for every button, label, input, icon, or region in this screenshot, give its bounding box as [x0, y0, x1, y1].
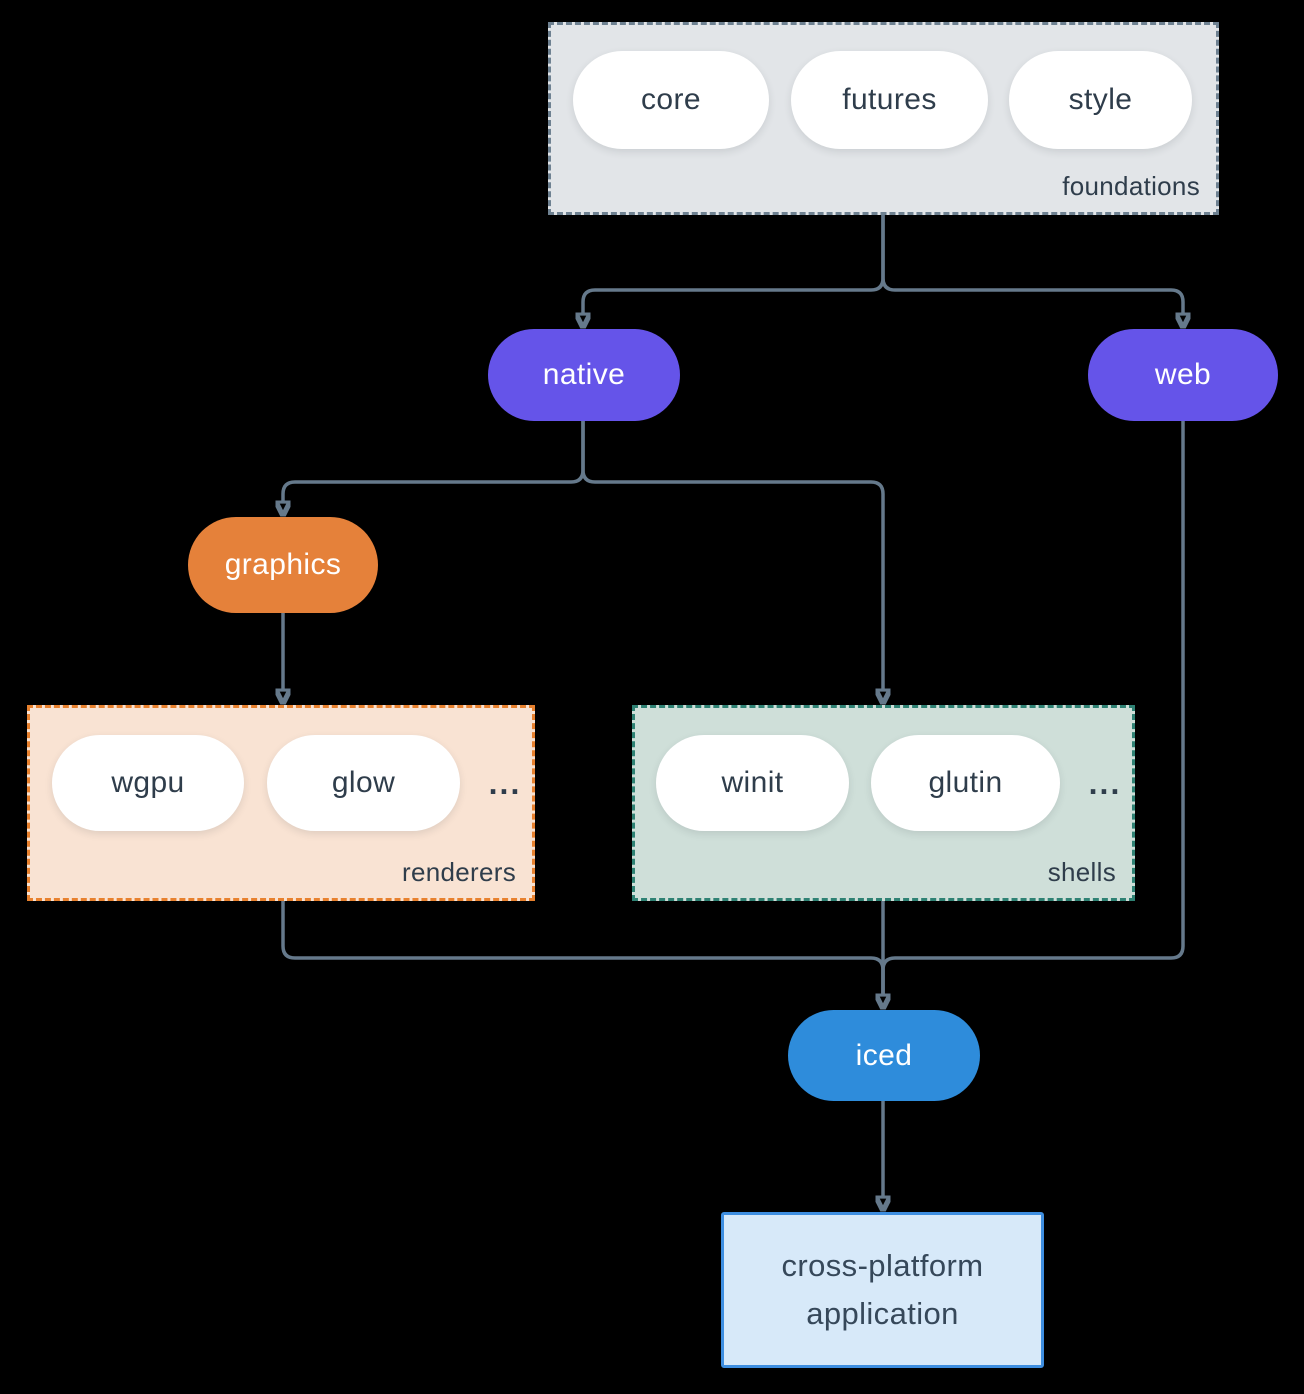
node-core: core [573, 51, 769, 149]
node-winit-label: winit [721, 766, 784, 799]
node-graphics: graphics [188, 517, 378, 613]
node-web: web [1088, 329, 1278, 421]
edge-renderers-iced [281, 901, 885, 994]
group-foundations-label: foundations [1062, 171, 1200, 201]
node-glutin-label: glutin [928, 766, 1003, 799]
node-native: native [488, 329, 680, 421]
renderers-ellipsis: ... [488, 764, 522, 801]
edge-foundations-native [583, 215, 885, 313]
node-application: cross-platform application [721, 1212, 1044, 1368]
node-iced-label: iced [855, 1038, 913, 1072]
node-core-label: core [641, 83, 701, 116]
node-native-label: native [542, 358, 626, 391]
group-renderers-label: renderers [402, 857, 516, 887]
group-foundations: core futures style foundations [548, 22, 1219, 215]
node-glutin: glutin [871, 735, 1060, 831]
node-futures: futures [791, 51, 988, 149]
node-wgpu-label: wgpu [111, 766, 185, 799]
edge-native-shells [581, 421, 883, 689]
node-web-label: web [1154, 358, 1212, 391]
edge-native-graphics [283, 421, 585, 501]
node-application-line1: cross-platform [781, 1248, 984, 1283]
group-shells-label: shells [1047, 857, 1116, 887]
node-application-line2: application [806, 1296, 959, 1331]
node-futures-label: futures [842, 83, 937, 116]
node-style: style [1009, 51, 1192, 149]
node-glow-label: glow [331, 766, 396, 799]
edge-foundations-web [881, 215, 1183, 313]
group-renderers: wgpu glow ... renderers [27, 705, 535, 901]
group-shells: winit glutin ... shells [632, 705, 1135, 901]
node-style-label: style [1068, 83, 1133, 116]
node-iced: iced [788, 1010, 980, 1101]
node-winit: winit [656, 735, 849, 831]
shells-ellipsis: ... [1088, 764, 1122, 801]
node-graphics-label: graphics [224, 548, 342, 581]
node-glow: glow [267, 735, 460, 831]
node-wgpu: wgpu [52, 735, 244, 831]
